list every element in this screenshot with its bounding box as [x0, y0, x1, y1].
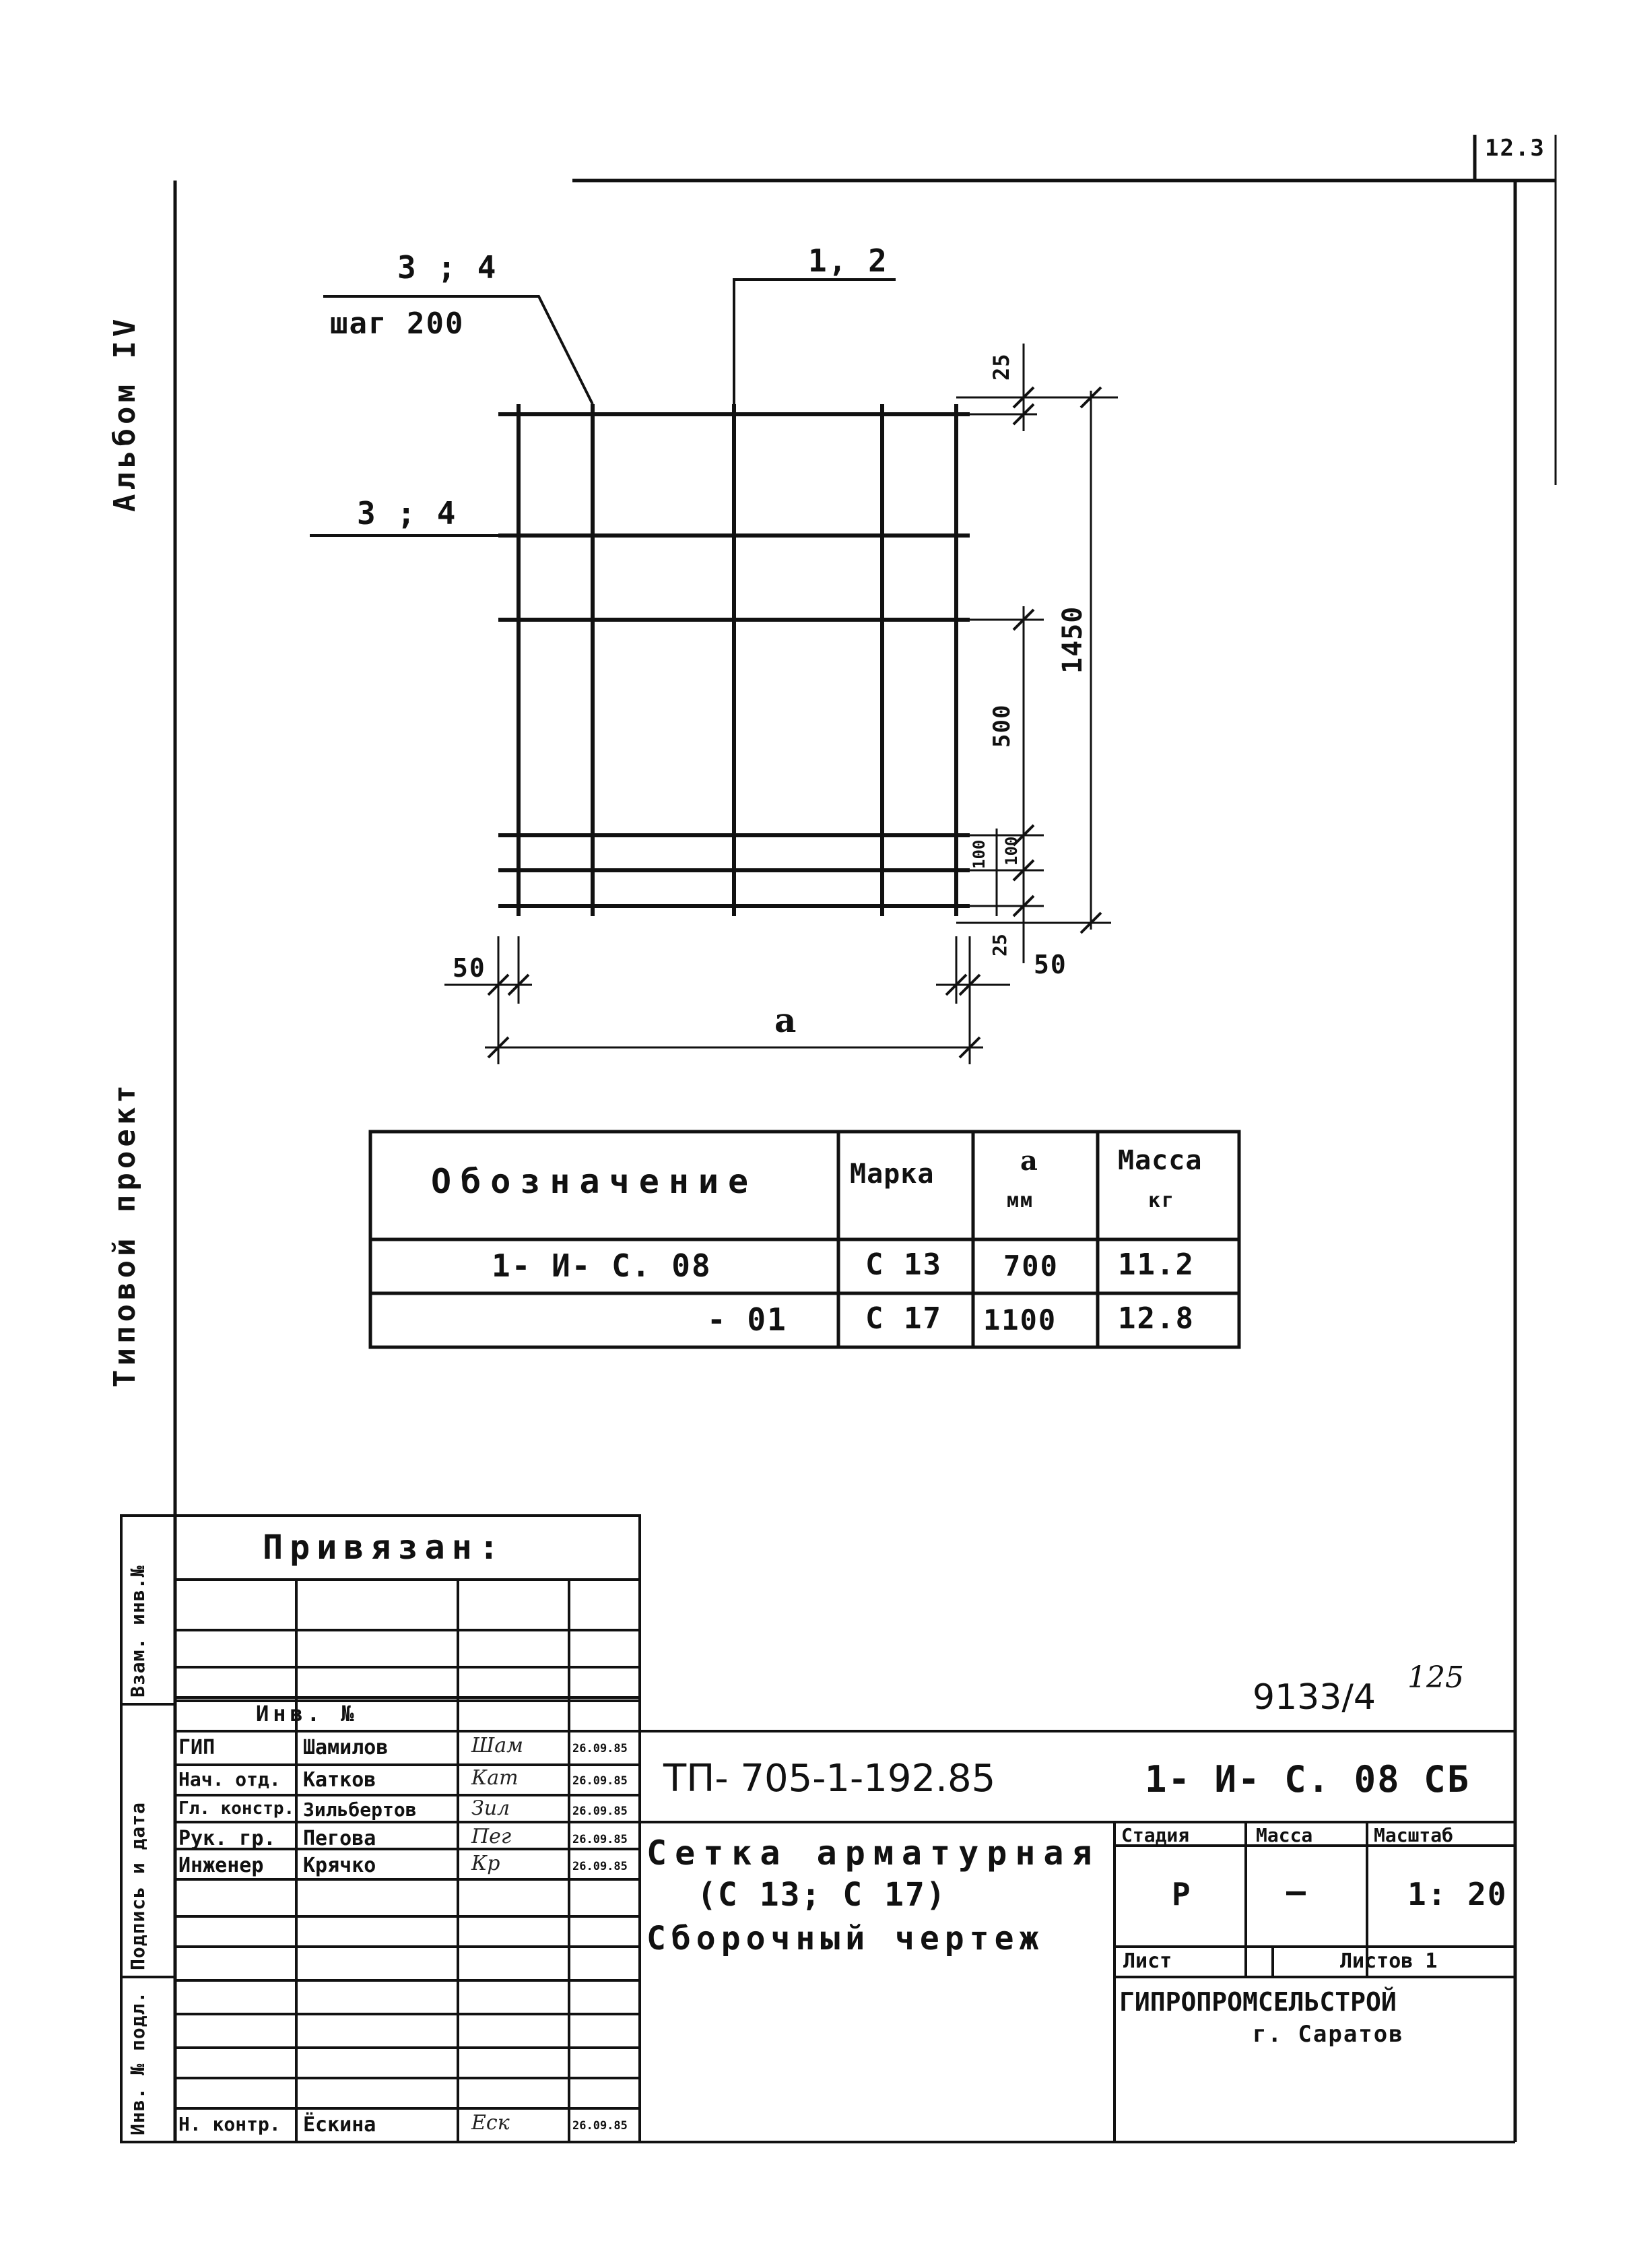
stage-value: Р — [1172, 1876, 1192, 1912]
role-engineer: Инженер — [178, 1854, 264, 1877]
date-group-lead: 26.09.85 — [572, 1833, 628, 1846]
side-label-album: Альбом IV — [108, 315, 142, 512]
dim-bottom-25: 25 — [989, 934, 1011, 957]
role-chief-constr: Гл. констр. — [178, 1799, 295, 1819]
spec-header-designation: Обозначение — [431, 1162, 758, 1201]
organization-name: ГИПРОПРОМСЕЛЬСТРОЙ — [1119, 1987, 1397, 2017]
leader-lines — [310, 278, 896, 537]
leader-bars-right — [733, 278, 896, 411]
sign-head-dept: Кат — [471, 1766, 519, 1790]
spec-row1-mark: С 13 — [865, 1248, 942, 1282]
title-line-2: (С 13; С 17) — [697, 1876, 947, 1914]
spec-row1-mass: 11.2 — [1118, 1248, 1195, 1282]
title-line-3: Сборочный чертеж — [646, 1920, 1044, 1957]
mass-value: — — [1286, 1873, 1307, 1910]
document-code: 1- И- С. 08 СБ — [1145, 1758, 1471, 1801]
sign-gip: Шам — [471, 1734, 523, 1757]
mass-label: Масса — [1256, 1824, 1313, 1846]
binding-title: Привязан: — [263, 1528, 506, 1567]
scale-label: Масштаб — [1374, 1824, 1454, 1846]
sign-chief-constr: Зил — [471, 1796, 510, 1820]
date-gip: 26.09.85 — [572, 1742, 628, 1755]
name-gip: Шамилов — [303, 1736, 389, 1759]
spec-row1-designation: 1- И- С. 08 — [492, 1248, 712, 1284]
strip-label-inv-original: Инв. № подл. — [127, 1990, 149, 2135]
dim-100a: 100 — [970, 839, 989, 869]
binding-strip-grid — [120, 1514, 176, 2143]
mesh-drawing — [498, 404, 970, 916]
date-head-dept: 26.09.85 — [572, 1774, 628, 1788]
corner-sheet-number: 12.3 — [1485, 135, 1545, 162]
binding-block-grid — [174, 1514, 641, 1702]
title-line-1: Сетка арматурная — [646, 1834, 1100, 1873]
date-engineer: 26.09.85 — [572, 1860, 628, 1873]
stamp-grid — [175, 1696, 1515, 2143]
dim-a: a — [774, 1000, 798, 1040]
spec-header-mark: Марка — [850, 1159, 935, 1190]
side-label-project: Типовой проект — [108, 1081, 142, 1388]
spec-row1-a: 700 — [1003, 1250, 1059, 1283]
dim-100b: 100 — [1002, 836, 1021, 866]
dim-500: 500 — [989, 704, 1016, 748]
spec-header-a-unit: мм — [1007, 1189, 1034, 1212]
strip-label-replaced-inv: Взам. инв.№ — [127, 1565, 149, 1697]
sheets-label: Листов 1 — [1340, 1949, 1438, 1973]
spec-row2-a: 1100 — [983, 1303, 1057, 1336]
dim-top-25: 25 — [989, 353, 1014, 381]
label-step: шаг 200 — [330, 306, 465, 341]
role-gip: ГИП — [178, 1736, 215, 1759]
archive-sheet-number: 125 — [1407, 1660, 1464, 1695]
project-code: ТП- 705-1-192.85 — [663, 1757, 996, 1801]
spec-row2-mass: 12.8 — [1118, 1301, 1195, 1336]
strip-label-signature: Подпись и дата — [127, 1801, 149, 1970]
inv-number-label: Инв. № — [256, 1701, 358, 1726]
name-head-dept: Катков — [303, 1768, 376, 1792]
leader-bars-top — [323, 295, 594, 405]
dim-left-50: 50 — [453, 953, 486, 983]
scale-value: 1: 20 — [1407, 1876, 1508, 1912]
name-norm-control: Ёскина — [303, 2113, 376, 2137]
label-bars-left: 3 ; 4 — [357, 495, 457, 531]
spec-header-a: a — [1020, 1145, 1039, 1177]
name-group-lead: Пегова — [303, 1827, 376, 1850]
sign-norm-control: Еск — [471, 2111, 510, 2135]
name-engineer: Крячко — [303, 1854, 376, 1877]
spec-row2-mark: С 17 — [865, 1301, 942, 1336]
stage-label: Стадия — [1121, 1824, 1190, 1846]
sheet-label: Лист — [1123, 1949, 1172, 1973]
organization-city: г. Саратов — [1253, 2021, 1404, 2048]
spec-header-mass-unit: кг — [1148, 1189, 1176, 1212]
date-norm-control: 26.09.85 — [572, 2119, 628, 2133]
label-bars-top: 3 ; 4 — [397, 249, 498, 286]
dim-right-50: 50 — [1034, 950, 1067, 979]
sign-group-lead: Пег — [471, 1825, 512, 1848]
sign-engineer: Кр — [471, 1852, 500, 1875]
role-head-dept: Нач. отд. — [178, 1768, 281, 1790]
dim-1450: 1450 — [1057, 606, 1088, 674]
dimension-lines — [444, 344, 1118, 1064]
spec-header-mass: Масса — [1118, 1145, 1203, 1176]
role-norm-control: Н. контр. — [178, 2113, 281, 2135]
archive-number: 9133/4 — [1253, 1677, 1376, 1718]
name-chief-constr: Зильбертов — [303, 1799, 417, 1821]
spec-row2-designation: - 01 — [707, 1301, 787, 1338]
role-group-lead: Рук. гр. — [178, 1827, 276, 1850]
date-chief-constr: 26.09.85 — [572, 1805, 628, 1818]
spec-table-grid — [368, 1130, 1241, 1349]
label-bars-right: 1, 2 — [808, 242, 888, 279]
